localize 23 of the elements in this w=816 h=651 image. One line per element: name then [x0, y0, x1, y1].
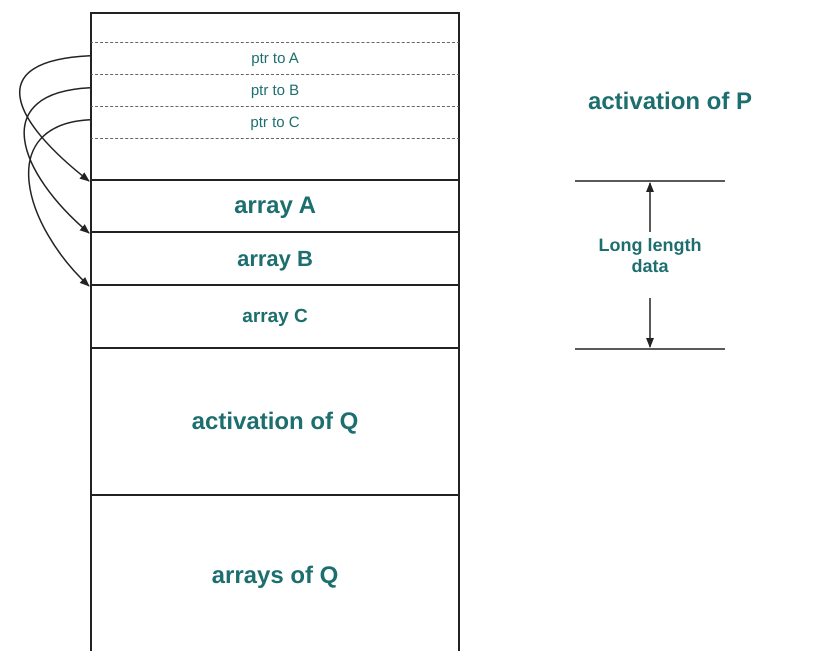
memory-slot [90, 12, 460, 43]
block-label: ptr to C [250, 114, 300, 131]
curved-arrow [28, 119, 90, 287]
block-label: arrays of Q [212, 562, 338, 590]
memory-block [90, 496, 460, 651]
memory-block [90, 107, 460, 139]
memory-block [90, 43, 460, 75]
curved-arrow [24, 87, 90, 234]
block-label: ptr to A [251, 50, 299, 67]
memory-slot [90, 139, 460, 181]
memory-block [90, 286, 460, 349]
block-label: array B [237, 246, 313, 272]
memory-block [90, 75, 460, 107]
block-label: array C [242, 306, 308, 328]
block-label: ptr to B [250, 82, 300, 99]
dimension-label: Long length data [598, 235, 702, 277]
block-label: array A [234, 192, 316, 220]
memory-block [90, 181, 460, 233]
section-title: activation of P [586, 88, 754, 116]
memory-block [90, 349, 460, 496]
block-label: activation of Q [192, 408, 358, 436]
curved-arrow [19, 55, 90, 182]
memory-block [90, 233, 460, 286]
